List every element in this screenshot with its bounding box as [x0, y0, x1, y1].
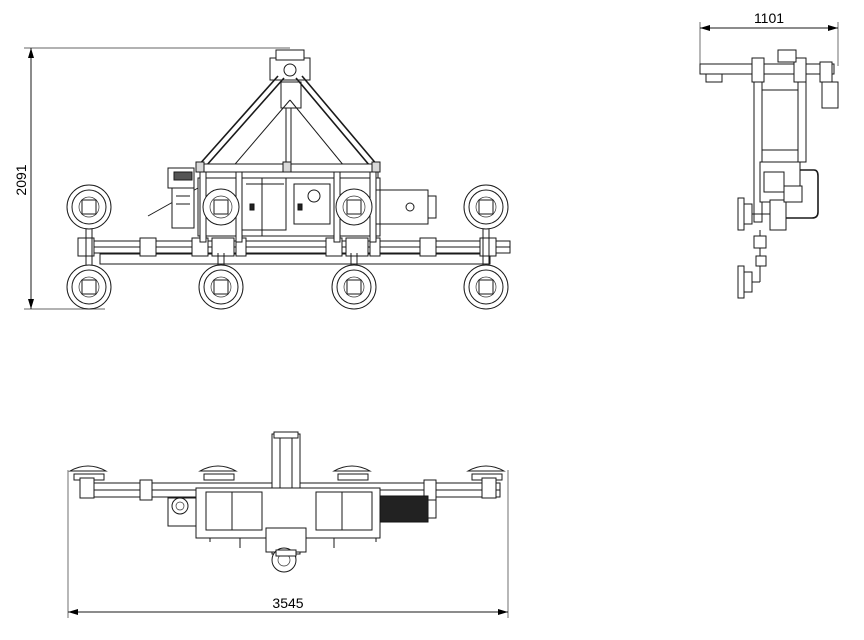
cup-b4 [463, 264, 509, 310]
dimension-width-top-label: 3545 [272, 595, 303, 611]
dimension-width-side: 1101 [699, 10, 839, 66]
cup-m1 [202, 188, 240, 226]
top-motor-left [167, 497, 197, 527]
cup-m2 [335, 188, 373, 226]
top-view: 3545 [67, 431, 509, 618]
cup-tl [66, 184, 112, 230]
suction-cups-front [66, 184, 509, 310]
side-top-beam [699, 63, 835, 75]
side-view: 1101 [699, 10, 839, 299]
suction-cups-top [68, 465, 506, 481]
motor-right [375, 189, 437, 225]
front-view: 2091 [13, 47, 511, 310]
cup-tr [463, 184, 509, 230]
dimension-width-side-label: 1101 [754, 10, 784, 26]
side-column-left [753, 81, 763, 223]
cup-b1 [66, 264, 112, 310]
cup-b2 [198, 264, 244, 310]
dimension-height-label: 2091 [13, 164, 29, 195]
side-column-right [797, 81, 807, 163]
upper-beam [195, 161, 381, 179]
motor-left [167, 167, 195, 229]
side-cup-upper [737, 197, 745, 231]
lifting-hook [269, 49, 311, 168]
dimension-height: 2091 [13, 47, 290, 310]
cup-b3 [331, 264, 377, 310]
dimension-width-top: 3545 [67, 470, 509, 618]
side-cup-lower [737, 265, 745, 299]
top-motor-right [379, 495, 429, 523]
